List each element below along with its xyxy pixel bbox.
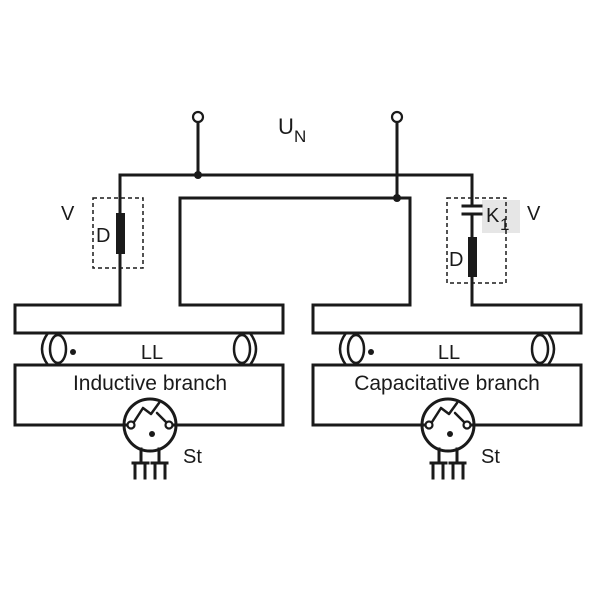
left-choke-label: D bbox=[96, 225, 110, 247]
right-lamp-tube-end-left bbox=[338, 331, 348, 367]
right-starter-terminal-a bbox=[424, 420, 434, 430]
main-wiring bbox=[118, 173, 474, 307]
right-starter-housing bbox=[420, 397, 476, 453]
supply-voltage-subscript: N bbox=[294, 127, 306, 146]
left-branch: LL Inductive branch St bbox=[13, 303, 285, 480]
right-upper-loop bbox=[311, 303, 583, 335]
left-starter-center-dot bbox=[149, 431, 155, 437]
right-choke-symbol bbox=[468, 237, 477, 277]
right-lamp-tube-end-right bbox=[546, 331, 556, 367]
left-ballast-dashed-box bbox=[92, 197, 144, 269]
right-ballast-dashed-box bbox=[446, 197, 507, 284]
right-starter-terminal-b bbox=[462, 420, 472, 430]
right-starter bbox=[420, 397, 476, 480]
right-lamp-label: LL bbox=[438, 342, 460, 364]
left-starter-terminal-a bbox=[126, 420, 136, 430]
left-lamp-filament-left bbox=[48, 333, 68, 365]
right-starter-electrode bbox=[453, 411, 466, 424]
series-capacitor-symbol bbox=[461, 204, 483, 216]
right-starter-center-dot bbox=[447, 431, 453, 437]
left-choke-symbol bbox=[116, 213, 125, 254]
left-lower-loop bbox=[13, 363, 285, 427]
capacitor-label: K bbox=[486, 205, 500, 227]
left-upper-loop bbox=[13, 303, 285, 335]
left-ballast-label: V bbox=[61, 203, 75, 225]
left-lamp-tube-end-left bbox=[40, 331, 50, 367]
right-choke-label: D bbox=[449, 249, 463, 271]
right-ballast-label: V bbox=[527, 203, 541, 225]
left-ballast-group: V D bbox=[61, 197, 144, 269]
supply-terminals: U N bbox=[191, 110, 404, 202]
left-starter-housing bbox=[122, 397, 178, 453]
left-starter bbox=[122, 397, 178, 480]
right-branch: LL Capacitative branch St bbox=[311, 303, 583, 480]
right-lamp-filament-left bbox=[346, 333, 366, 365]
right-ballast-group: K 1 V D bbox=[446, 197, 541, 284]
right-lamp-filament-right bbox=[530, 333, 550, 365]
left-starter-electrode bbox=[155, 411, 168, 424]
right-starter-pins bbox=[429, 447, 467, 480]
supply-voltage-label: U bbox=[278, 114, 294, 139]
left-lamp-label: LL bbox=[141, 342, 163, 364]
left-starter-bimetal bbox=[132, 401, 161, 424]
right-branch-title: Capacitative branch bbox=[354, 372, 540, 395]
right-starter-bimetal bbox=[430, 401, 459, 424]
left-lamp-tube-end-right bbox=[248, 331, 258, 367]
right-lower-loop bbox=[311, 363, 583, 427]
capacitor-label-subscript: 1 bbox=[500, 215, 509, 234]
left-starter-pins bbox=[131, 447, 169, 480]
inner-return-wire bbox=[178, 196, 412, 307]
right-supply-terminal bbox=[390, 110, 404, 124]
left-supply-terminal bbox=[191, 110, 205, 124]
left-starter-terminal-b bbox=[164, 420, 174, 430]
left-starter-label: St bbox=[183, 446, 202, 468]
right-starter-label: St bbox=[481, 446, 500, 468]
left-branch-title: Inductive branch bbox=[73, 372, 227, 395]
left-lamp-polarity-dot bbox=[70, 349, 76, 355]
capacitor-label-highlight bbox=[482, 200, 520, 233]
right-lamp-polarity-dot bbox=[368, 349, 374, 355]
left-lamp-filament-right bbox=[232, 333, 252, 365]
